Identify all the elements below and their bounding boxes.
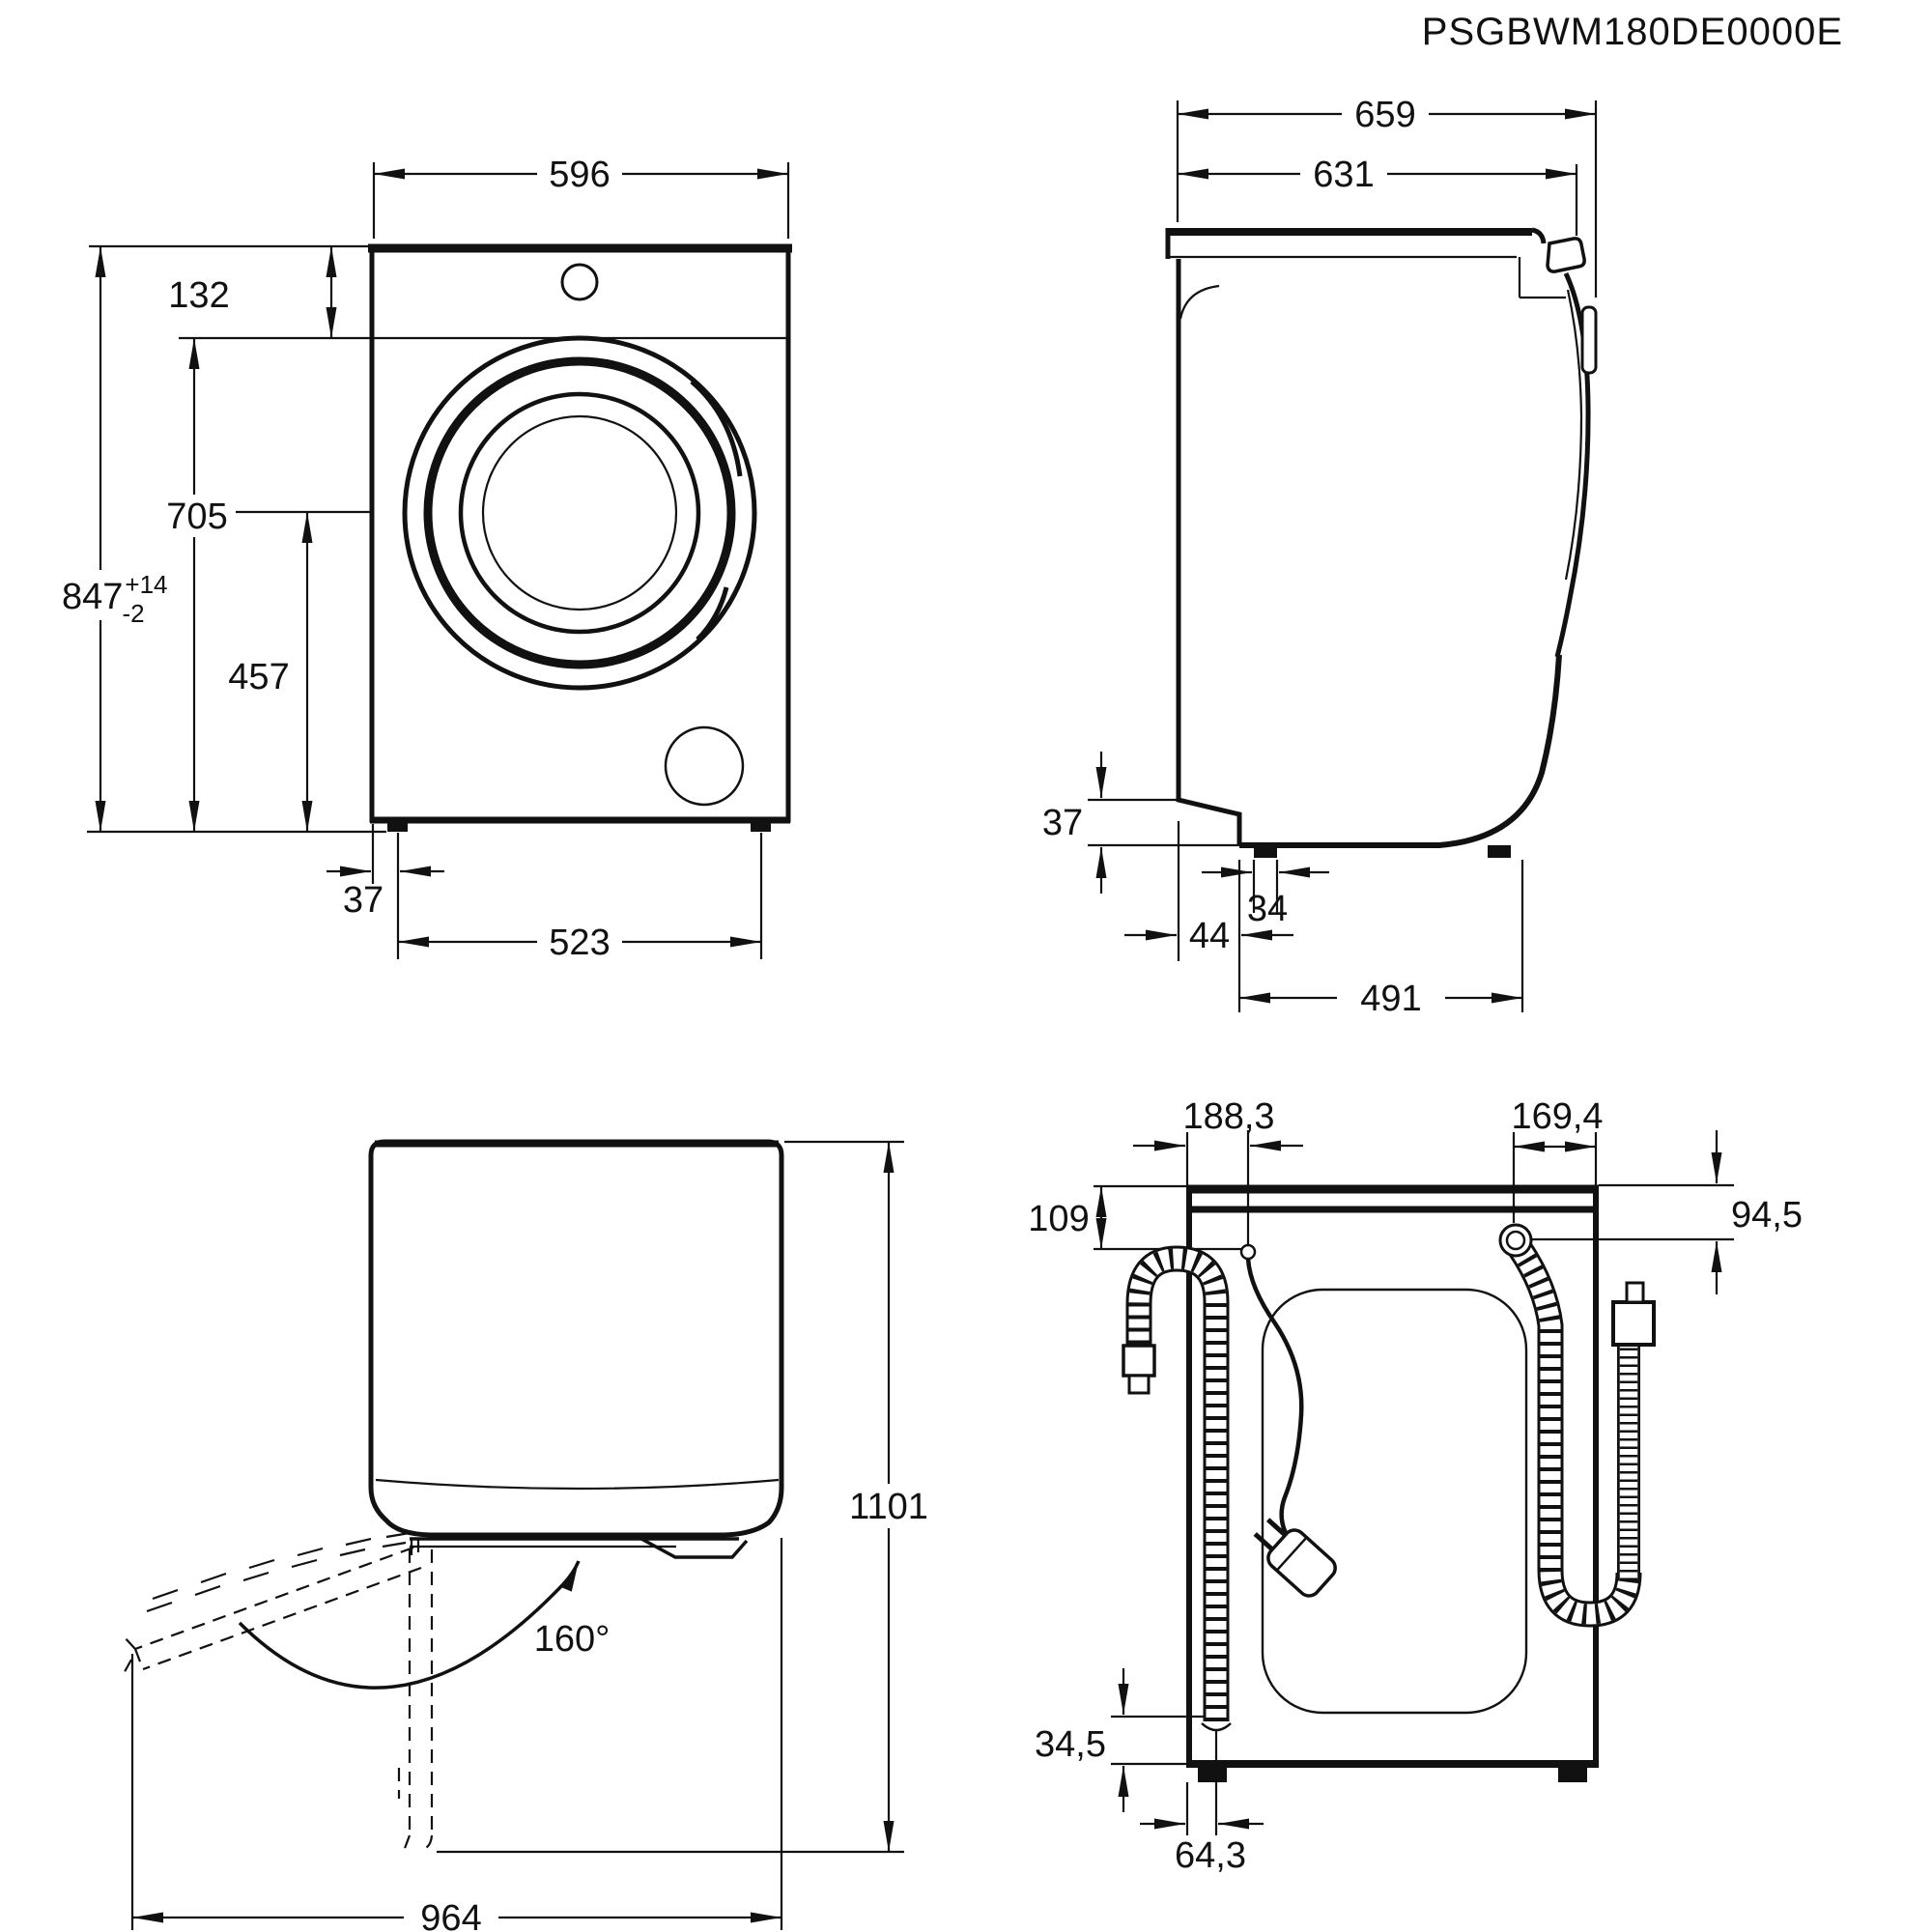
part-number: PSGBWM180DE0000E: [1422, 11, 1843, 53]
rear-left-foot: [1198, 1768, 1227, 1782]
dim-width-open-bg: [404, 1896, 498, 1932]
front-left-foot: [387, 822, 408, 832]
door-ring: [423, 356, 736, 669]
top-body: [368, 1139, 784, 1538]
door-outer: [402, 335, 757, 691]
base-and-front-curve: [1239, 654, 1562, 848]
dim-depth-total-bg: [1342, 93, 1429, 133]
side-front-foot: [1488, 845, 1511, 858]
dim-door-center-drop-label: 705: [166, 497, 227, 537]
dim-front-width-label: 596: [549, 155, 610, 195]
door-160-edge-1: [134, 1546, 414, 1651]
back-top-curve: [1179, 284, 1220, 320]
dim-foot-width-label: 34: [1247, 889, 1288, 929]
top-view: 160° 1101 964: [121, 1139, 939, 1932]
dim-width-open-ext: [130, 1538, 783, 1930]
door-angle-arc: [238, 1560, 581, 1690]
door-handle-side: [1580, 305, 1598, 375]
dim-height-label: 847+14-2: [62, 570, 168, 628]
door-rim-inner: [1564, 289, 1583, 581]
dim-inlet-drop-ext: [1531, 1183, 1734, 1241]
side-view: 659 631 37 34 44: [1042, 93, 1598, 1019]
dim-plinth-ext: [1088, 798, 1239, 847]
front-frame-line: [1518, 257, 1566, 299]
door-outer-wave-1: [690, 380, 743, 477]
drain-hose-end: [1201, 1722, 1232, 1732]
rear-view: 188,3 169,4 109 94,5 34,5 64,3: [1028, 1096, 1803, 1876]
dim-side-foot-spacing-bg: [1337, 977, 1445, 1017]
door-handle-top: [640, 1537, 749, 1559]
dim-foot-spacing-bg: [537, 921, 622, 961]
side-back-foot: [1254, 845, 1277, 858]
dim-door-angle-label: 160°: [534, 1619, 611, 1660]
door-outer-wave-2: [696, 586, 729, 641]
dim-cord-drop-label: 109: [1028, 1199, 1089, 1239]
dispenser-handle-side: [1546, 237, 1586, 273]
rear-right-foot: [1558, 1768, 1587, 1782]
dim-depth-open-label: 1101: [849, 1487, 928, 1527]
cord-grommet: [1239, 1243, 1257, 1261]
door-glass: [481, 414, 678, 611]
drain-hose-connector: [1122, 1344, 1156, 1378]
door-160-edge-2: [142, 1566, 422, 1671]
dim-inlet-drop-label: 94,5: [1731, 1195, 1803, 1236]
dim-plinth-label: 37: [1042, 803, 1083, 843]
dim-panel-height-label: 132: [168, 275, 229, 316]
dim-depth-total-ext: [1176, 100, 1598, 298]
dim-depth-open-bg: [838, 1484, 939, 1528]
back-edge: [1176, 259, 1242, 845]
dim-height-bg: [56, 570, 187, 620]
door-swing-marks: [146, 1531, 411, 1613]
dim-side-foot-spacing-label: 491: [1360, 979, 1421, 1019]
dim-foot-back-ext: [1177, 821, 1241, 961]
front-view: 596 132 705 847+14-2 457 37 523: [56, 153, 792, 963]
dim-drain-bottom-label: 34,5: [1035, 1724, 1106, 1765]
dim-cord-offset-label: 188,3: [1182, 1096, 1274, 1137]
lid-front-corner: [1531, 227, 1547, 244]
dim-inlet-offset-label: 169,4: [1511, 1096, 1603, 1137]
dim-depth-total-label: 659: [1354, 95, 1415, 135]
inlet-hose-tip: [1625, 1281, 1645, 1304]
detergent-knob: [560, 263, 599, 301]
dim-front-width-bg: [537, 153, 622, 193]
inlet-hose: [1508, 1240, 1656, 1628]
door-90-end-marks: [397, 1768, 434, 1852]
dim-foot-width-ext: [1252, 860, 1279, 913]
dim-side-foot-spacing-ext: [1237, 860, 1524, 1012]
filter-flap: [664, 725, 745, 807]
dim-depth-body-bg: [1300, 153, 1387, 193]
dim-door-center-drop-bg: [158, 495, 236, 537]
dim-drain-offset-label: 64,3: [1175, 1835, 1246, 1876]
door-160-end-marks: [121, 1635, 145, 1678]
dim-width-open-label: 964: [420, 1898, 481, 1932]
drain-hose-tip: [1127, 1374, 1151, 1395]
drain-hose: [1122, 1245, 1232, 1732]
door-hinge: [410, 1539, 420, 1555]
inlet-hose-connector: [1611, 1300, 1656, 1347]
dim-depth-body-label: 631: [1313, 155, 1374, 195]
door-glass-rim: [458, 391, 701, 635]
rear-access-panel: [1261, 1288, 1528, 1715]
inlet-grommet-inner: [1505, 1230, 1526, 1251]
dim-foot-offset-label: 37: [343, 880, 384, 921]
lid-front-edge: [375, 1478, 780, 1491]
front-right-foot: [751, 822, 771, 832]
power-cord: [1245, 1258, 1337, 1598]
dim-foot-spacing-label: 523: [549, 923, 610, 963]
dim-door-center-height-label: 457: [228, 657, 289, 697]
power-plug: [1253, 1518, 1337, 1598]
dim-foot-back-label: 44: [1189, 916, 1230, 956]
